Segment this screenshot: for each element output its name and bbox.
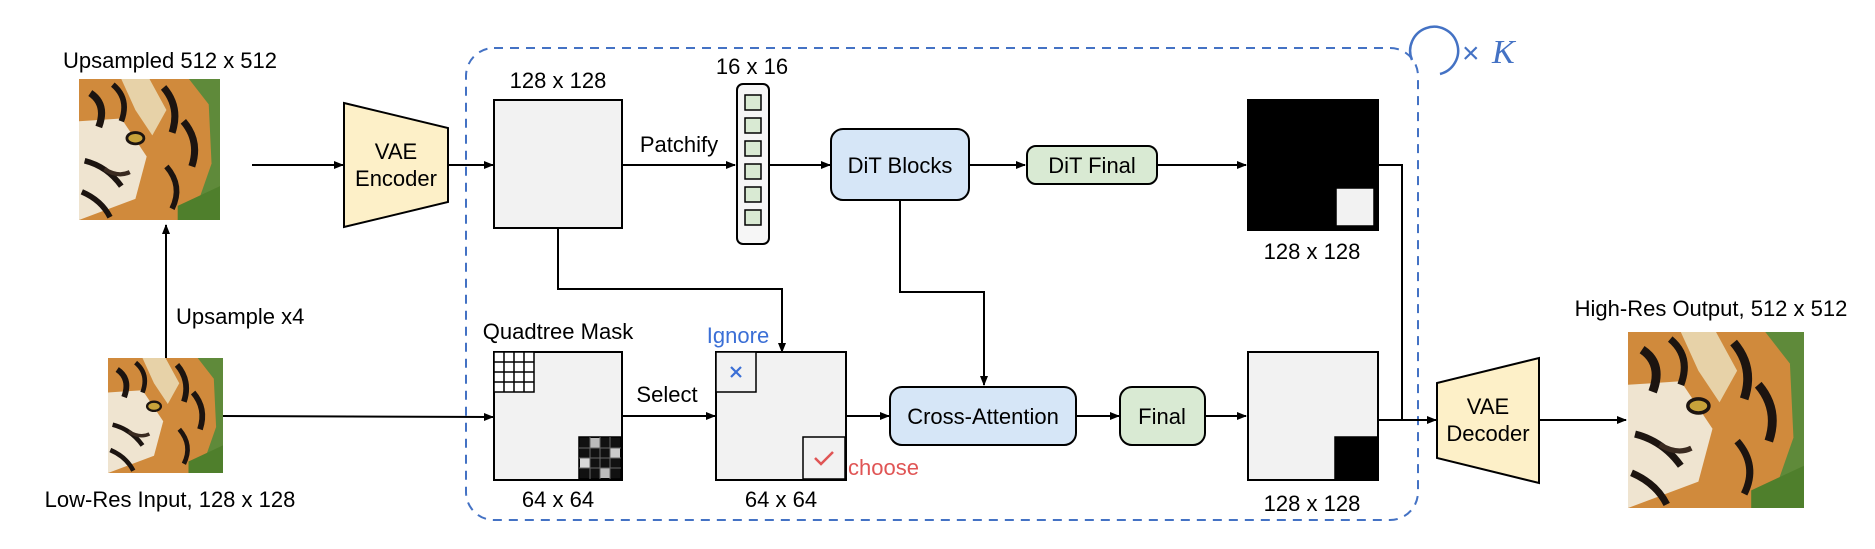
choose-cell bbox=[802, 436, 846, 480]
repeat-region-boundary bbox=[465, 47, 1419, 521]
vae-encoder-label-line2: Encoder bbox=[355, 166, 437, 191]
upsampled-label: Upsampled 512 x 512 bbox=[63, 48, 277, 73]
ignore-label: Ignore bbox=[707, 323, 769, 348]
vae-encoder-label-line1: VAE bbox=[375, 139, 417, 164]
loop-arrow-icon bbox=[1408, 25, 1460, 76]
patch-token bbox=[744, 209, 762, 226]
patch-token bbox=[744, 117, 762, 134]
ignore-cell bbox=[715, 351, 757, 393]
patch-tokens-size: 16 x 16 bbox=[716, 54, 788, 79]
upsampled-image bbox=[79, 79, 220, 220]
low-res-image bbox=[108, 358, 223, 473]
repeat-k-variable: K bbox=[1491, 34, 1517, 71]
dit-blocks-label: DiT Blocks bbox=[848, 153, 953, 178]
check-mark-icon bbox=[814, 451, 834, 466]
select-label: Select bbox=[636, 382, 697, 407]
repeat-times-symbol: × bbox=[1462, 37, 1480, 70]
mask-size-label: 64 x 64 bbox=[522, 487, 594, 512]
patchify-label: Patchify bbox=[640, 132, 718, 157]
high-res-label: High-Res Output, 512 x 512 bbox=[1575, 296, 1848, 321]
dit-final-label: DiT Final bbox=[1048, 153, 1136, 178]
low-res-label: Low-Res Input, 128 x 128 bbox=[45, 487, 296, 512]
output-top-selected-patch bbox=[1335, 187, 1375, 227]
patch-token bbox=[744, 140, 762, 157]
latent-top-size: 128 x 128 bbox=[510, 68, 607, 93]
arrow-latent-to-selection bbox=[557, 228, 786, 353]
quadtree-mask-label: Quadtree Mask bbox=[483, 319, 634, 344]
vae-encoder-block bbox=[343, 101, 449, 229]
upsample-label: Upsample x4 bbox=[176, 304, 304, 329]
cross-attention-label: Cross-Attention bbox=[907, 404, 1059, 429]
vae-decoder-label-line1: VAE bbox=[1467, 394, 1509, 419]
arrow-lowres-to-mask bbox=[222, 412, 494, 421]
arrow-dit-to-crossattention bbox=[899, 200, 988, 386]
output-top-size: 128 x 128 bbox=[1264, 239, 1361, 264]
high-res-image bbox=[1628, 332, 1804, 508]
quadtree-dark-cells bbox=[578, 436, 622, 480]
final-label: Final bbox=[1138, 404, 1186, 429]
patch-token bbox=[744, 163, 762, 180]
output-bottom-size: 128 x 128 bbox=[1264, 491, 1361, 516]
vae-decoder-block bbox=[1436, 356, 1540, 485]
latent-top-grid bbox=[493, 99, 623, 229]
choose-label: choose bbox=[848, 455, 919, 480]
quadtree-fine-cells bbox=[493, 351, 535, 393]
patch-token bbox=[744, 186, 762, 203]
merge-top-branch bbox=[1378, 164, 1403, 420]
x-mark-icon bbox=[730, 366, 742, 378]
vae-decoder-label-line2: Decoder bbox=[1446, 421, 1529, 446]
output-bottom-selected-patch bbox=[1334, 436, 1378, 480]
selected-size-label: 64 x 64 bbox=[745, 487, 817, 512]
patch-token bbox=[744, 94, 762, 111]
